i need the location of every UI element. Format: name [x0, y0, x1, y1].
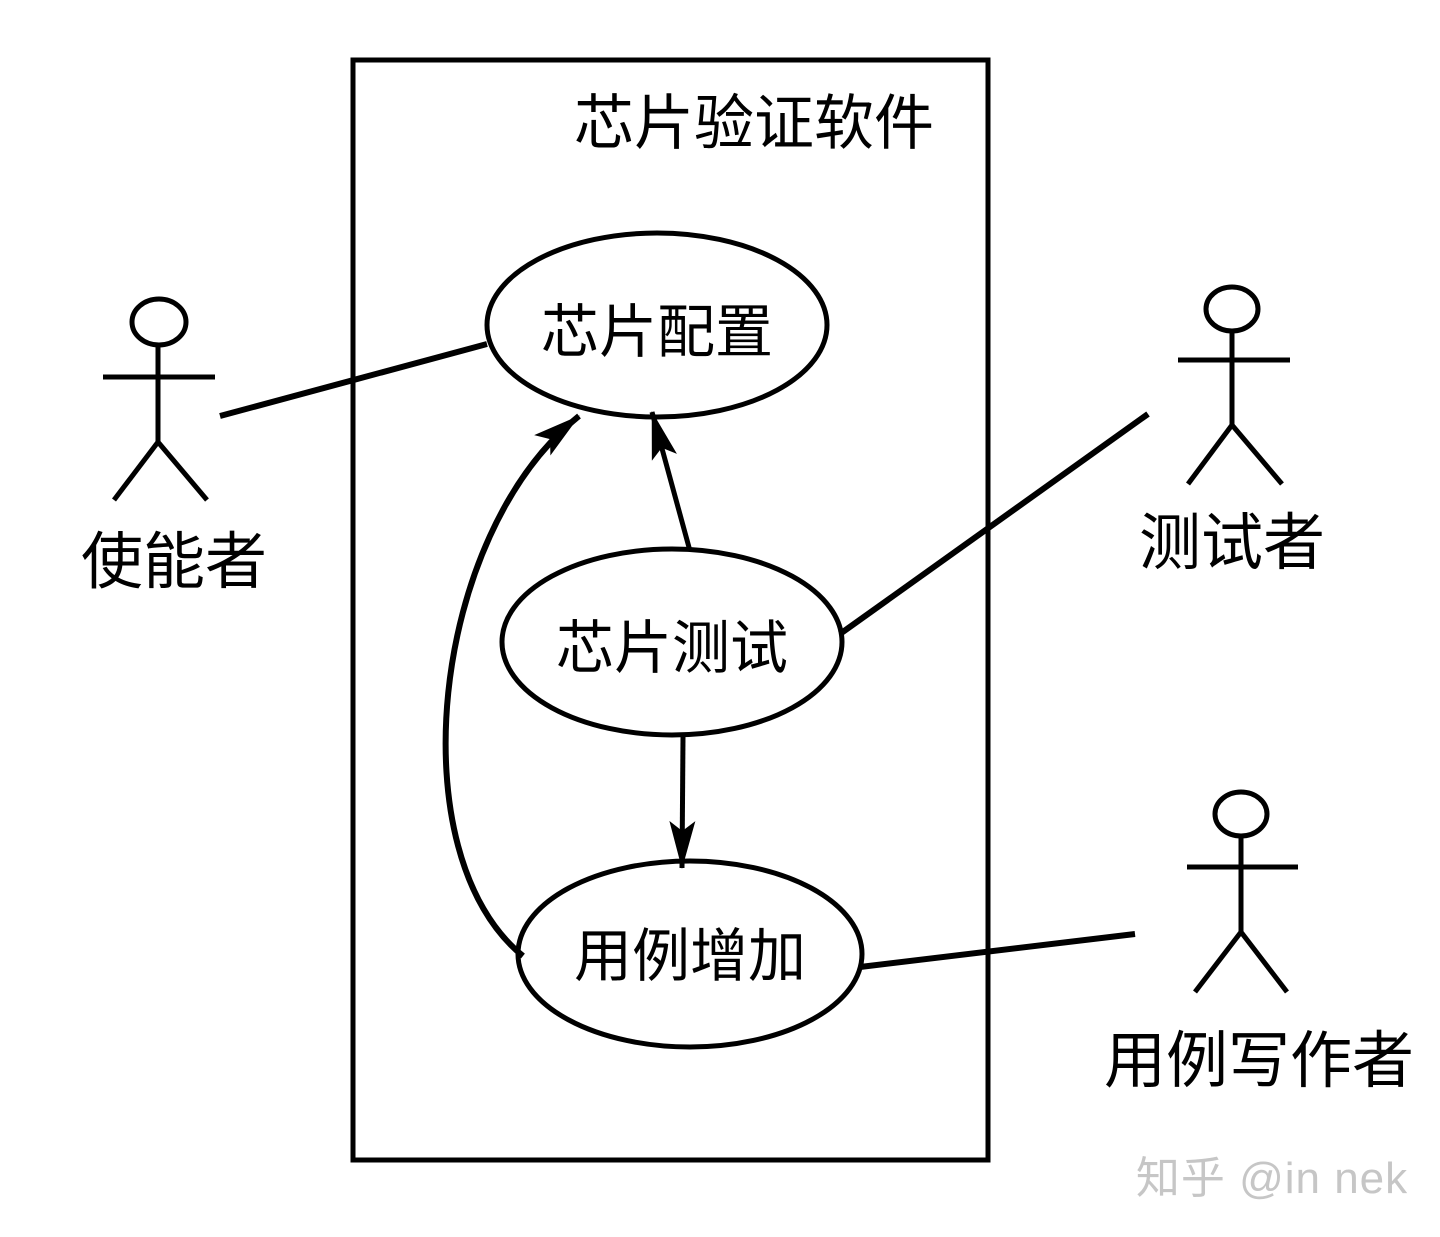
arrow-chip-test-to-chip-config — [649, 411, 693, 552]
actor-case-writer-right-leg — [1239, 930, 1289, 994]
diagram-labels: 芯片验证软件 芯片配置 芯片测试 用例增加 使能者 测试者 用例写作者 知乎 @… — [81, 90, 1414, 1203]
actor-enabler-figure — [103, 296, 215, 502]
actor-tester-right-leg — [1230, 423, 1284, 486]
actor-enabler-label: 使能者 — [81, 528, 267, 597]
actor-case-writer-label: 用例写作者 — [1104, 1027, 1414, 1096]
association-case-writer-case-add — [859, 931, 1136, 970]
watermark: 知乎 @in nek — [1136, 1154, 1408, 1203]
actor-tester-left-leg — [1185, 423, 1235, 486]
system-boundary — [350, 57, 991, 1163]
actor-enabler-left-leg — [112, 440, 160, 502]
actor-tester-label: 测试者 — [1139, 509, 1325, 578]
use-case-case-add-label: 用例增加 — [574, 924, 806, 989]
arrow-case-add-to-chip-config — [442, 413, 581, 959]
arrow-chip-test-to-case-add — [669, 736, 696, 869]
actor-tester-figure — [1178, 284, 1290, 486]
actor-enabler-right-leg — [156, 440, 209, 502]
use-case-chip-test-ellipse — [499, 546, 845, 738]
use-case-chip-test-label: 芯片测试 — [556, 616, 788, 681]
actor-case-writer-left-leg — [1193, 930, 1243, 994]
diagram-shapes — [103, 57, 1298, 1163]
actor-case-writer-figure — [1187, 789, 1298, 994]
association-enabler-chip-config — [219, 341, 488, 419]
association-tester-chip-test — [838, 411, 1150, 637]
system-title: 芯片验证软件 — [574, 90, 934, 157]
use-case-chip-config-label: 芯片配置 — [541, 300, 773, 365]
